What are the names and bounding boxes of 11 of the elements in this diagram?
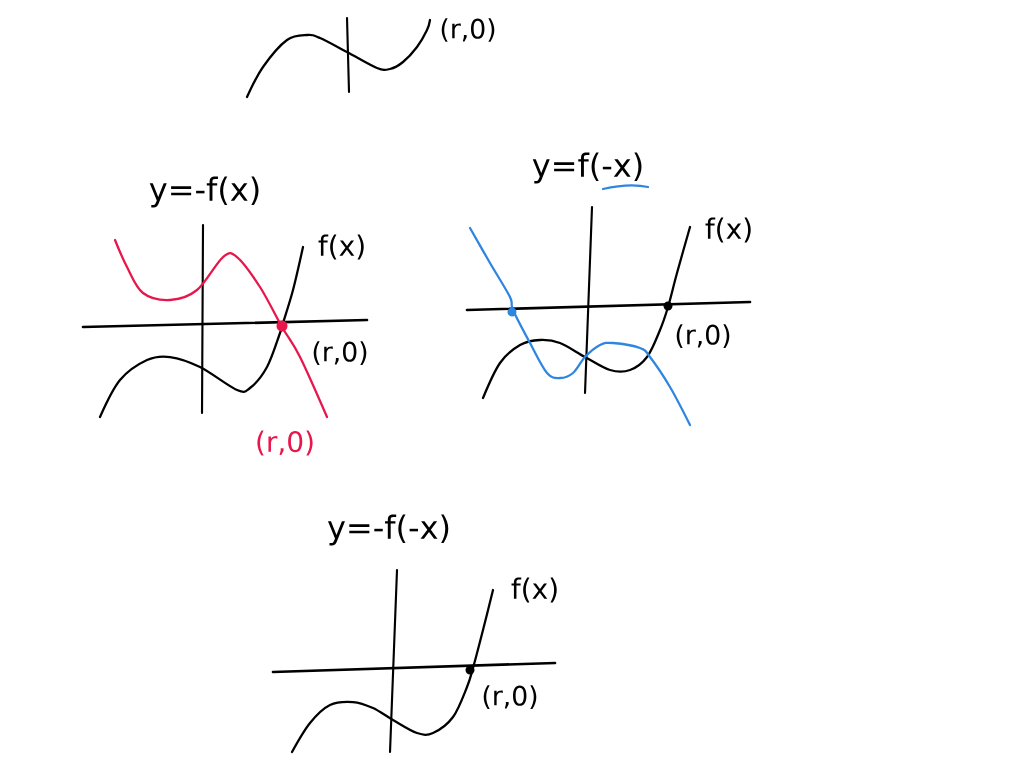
- point-label: (r,0): [441, 18, 495, 42]
- point-label: (r,0): [676, 324, 730, 348]
- point-label: (r,0): [313, 341, 367, 365]
- graph-title: y=-f(-x): [327, 514, 449, 546]
- function-label: f(x): [705, 217, 751, 243]
- function-label: f(x): [318, 234, 364, 260]
- graph-title: y=f(-x): [532, 152, 642, 184]
- graph-title: y=-f(x): [149, 176, 259, 208]
- point-label: (r,0): [257, 430, 313, 456]
- function-label: f(x): [511, 577, 557, 603]
- point-label: (r,0): [483, 685, 537, 709]
